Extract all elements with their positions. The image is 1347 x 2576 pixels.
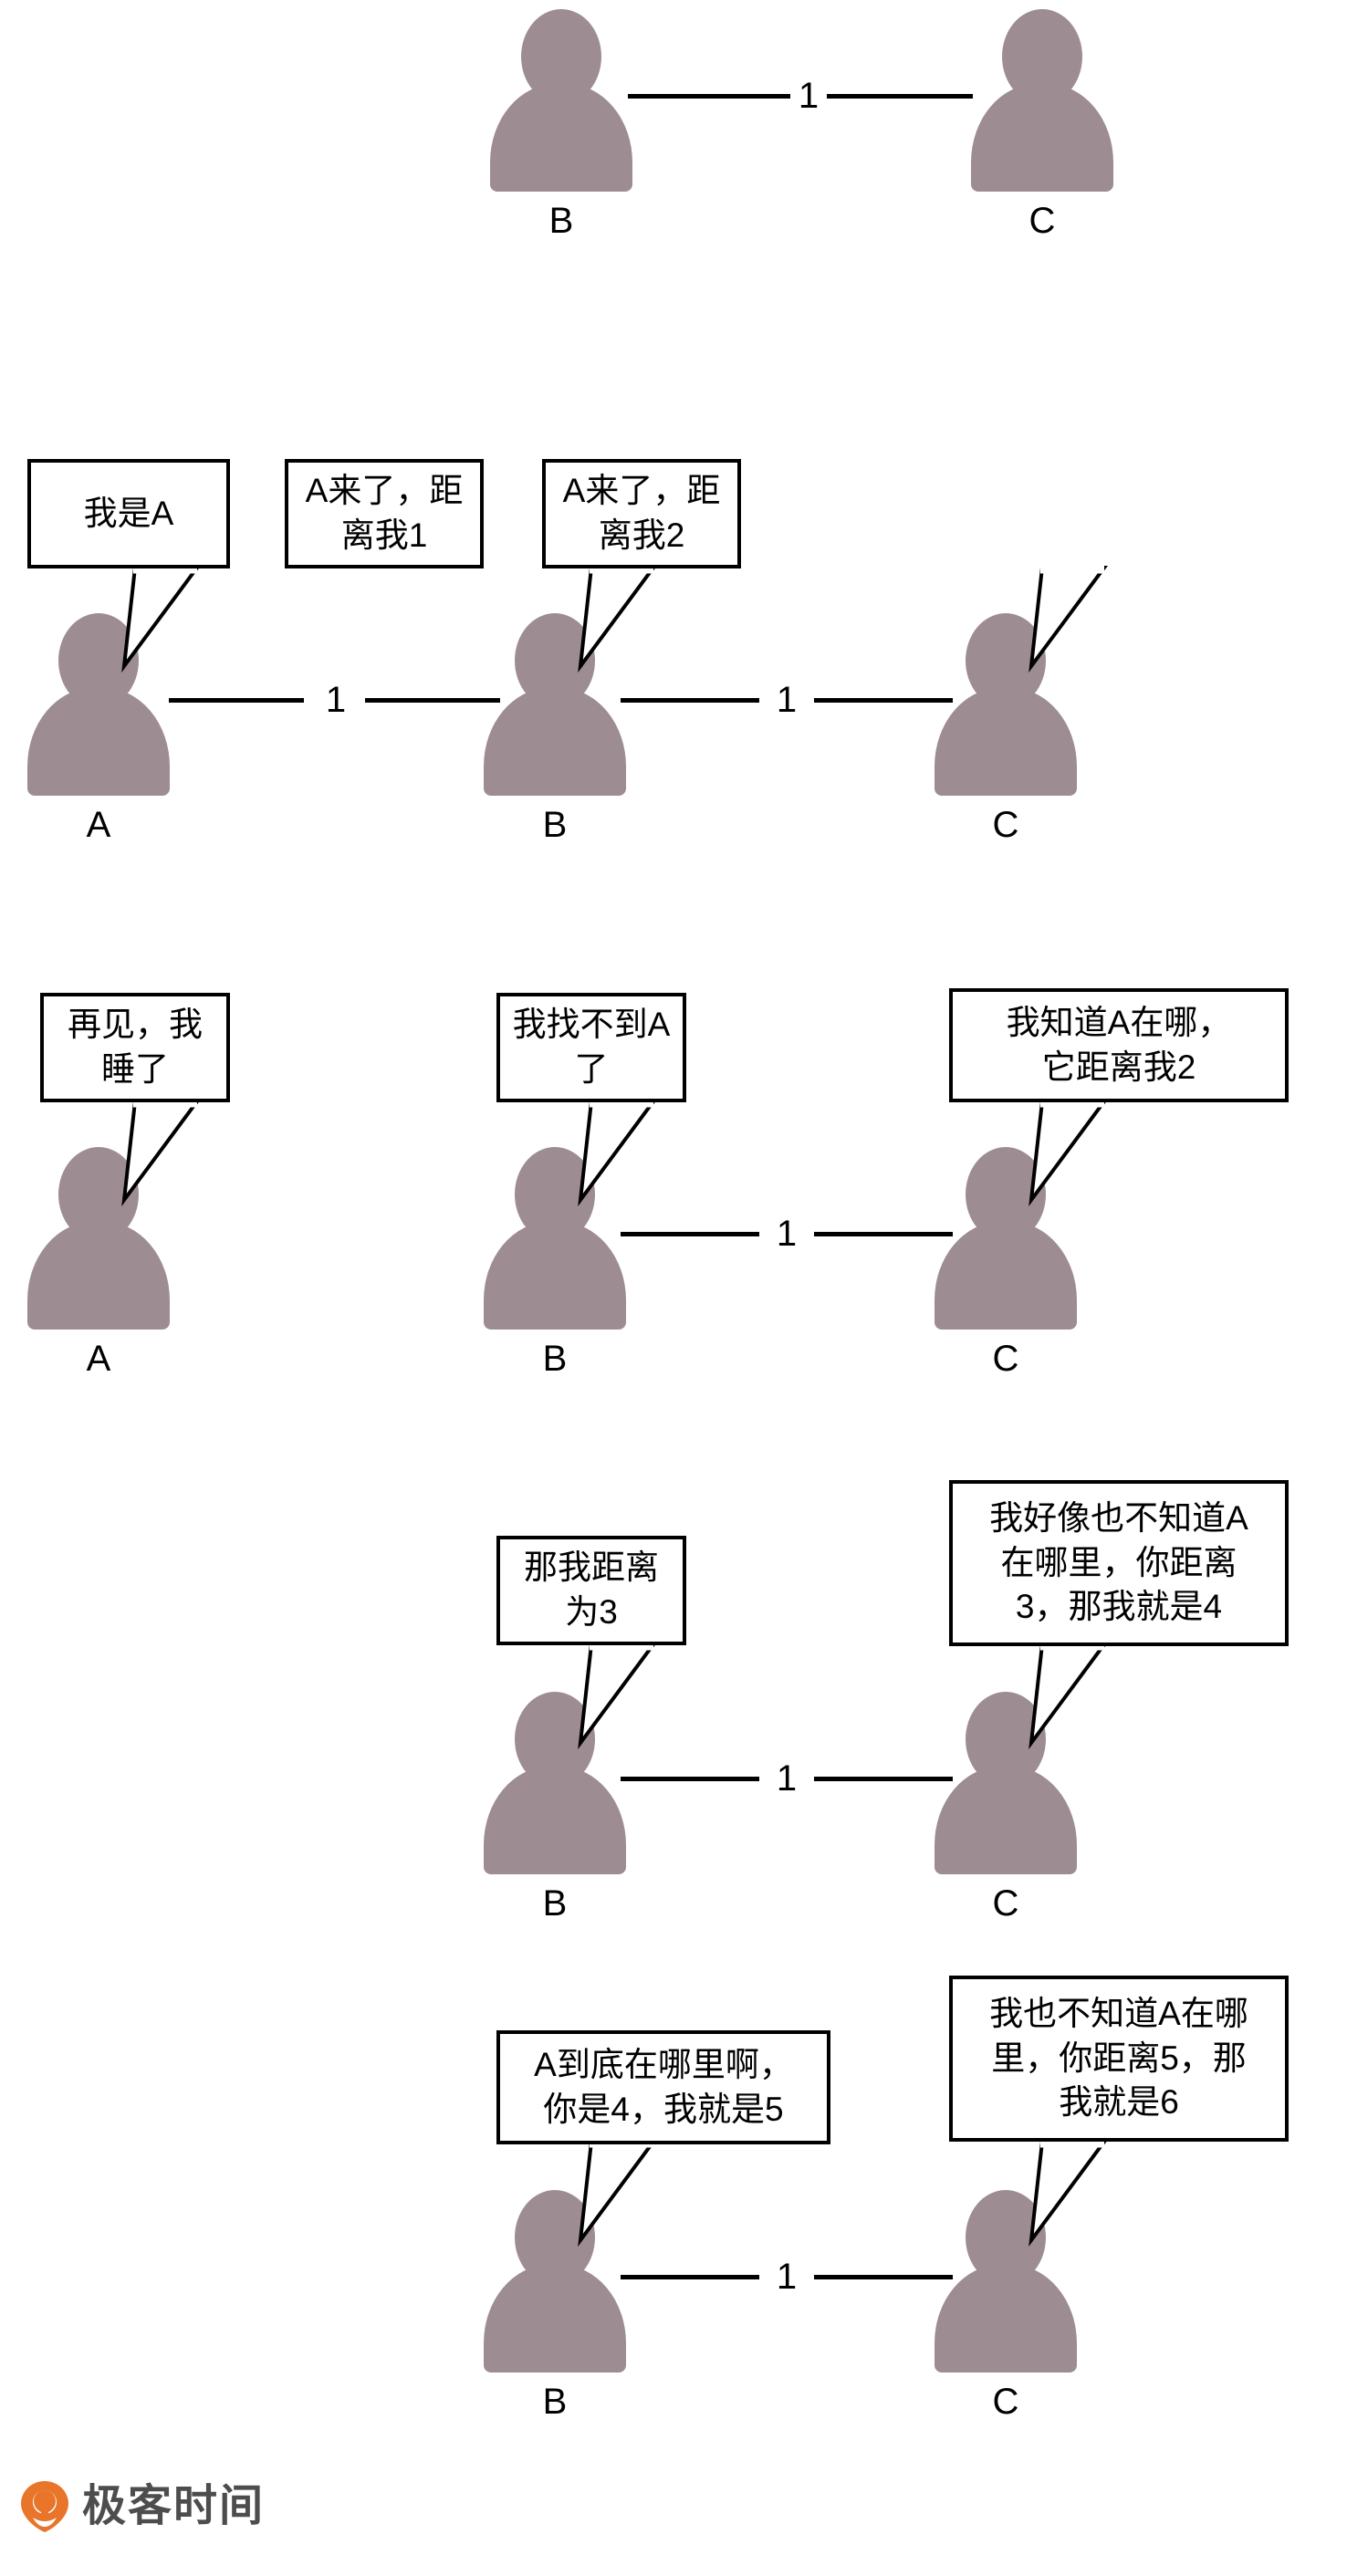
person-body xyxy=(484,1767,626,1874)
person-body xyxy=(935,1767,1077,1874)
row-4-node-b-label: B xyxy=(542,1883,568,1924)
row-2-bubble-c: A来了，距离我2 xyxy=(542,459,741,568)
person-body xyxy=(935,1222,1077,1330)
person-body xyxy=(27,1222,170,1330)
bubble-text: A来了，距离我2 xyxy=(562,472,721,554)
row-5-bubble-b: A到底在哪里啊， 你是4，我就是5 xyxy=(496,2030,830,2144)
person-body xyxy=(484,2265,626,2373)
row-2-person-c: C xyxy=(933,613,1079,843)
row-5-bubble-c-tail xyxy=(1029,2139,1108,2247)
row-2-edge-a-b-left xyxy=(169,698,304,703)
row-3-person-b: B xyxy=(482,1147,628,1377)
row-3-bubble-a-tail xyxy=(121,1099,201,1207)
row-4-bubble-b-tail xyxy=(578,1642,657,1750)
row-3-bubble-b: 我找不到A了 xyxy=(496,993,686,1102)
person-body xyxy=(935,688,1077,796)
row-3-person-c: C xyxy=(933,1147,1079,1377)
row-5-node-b-label: B xyxy=(542,2382,568,2422)
bubble-text: 我找不到A了 xyxy=(512,1006,671,1088)
row-3-node-b-label: B xyxy=(542,1339,568,1379)
row-2-bubble-c-tail xyxy=(1029,565,1108,673)
bubble-text: A到底在哪里啊， 你是4，我就是5 xyxy=(534,2045,793,2128)
row-4-bubble-c-tail xyxy=(1029,1642,1108,1750)
row-2-bubble-a-tail xyxy=(121,565,201,673)
row-3-bubble-a: 再见，我睡了 xyxy=(40,993,230,1102)
row-5-node-c-label: C xyxy=(992,2382,1019,2422)
row-3-bubble-c: 我知道A在哪， 它距离我2 xyxy=(949,988,1289,1102)
row-4-edge-b-c-left xyxy=(621,1777,759,1781)
person-body xyxy=(484,688,626,796)
person-body xyxy=(971,84,1113,192)
row-5-bubble-b-tail xyxy=(578,2139,657,2247)
row-4-node-c-label: C xyxy=(992,1883,1019,1924)
bubble-text: 我也不知道A在哪 里，你距离5，那 我就是6 xyxy=(989,1994,1248,2122)
row-1-person-b: B xyxy=(488,9,634,239)
row-4-edge-b-c-right xyxy=(814,1777,953,1781)
row-2-node-a-label: A xyxy=(86,805,111,845)
row-2-edge-b-c-left xyxy=(621,698,759,703)
row-5-bubble-c: 我也不知道A在哪 里，你距离5，那 我就是6 xyxy=(949,1976,1289,2142)
row-2-person-a: A xyxy=(26,613,172,843)
row-4-bubble-b: 那我距离为3 xyxy=(496,1536,686,1645)
row-1-node-b-label: B xyxy=(548,201,574,241)
bubble-text: A来了，距离我1 xyxy=(305,472,464,554)
bubble-text: 我是A xyxy=(83,494,174,532)
row-1-edge-b-c-right xyxy=(827,94,973,99)
row-1-person-c: C xyxy=(969,9,1115,239)
bubble-text: 那我距离为3 xyxy=(524,1549,659,1631)
row-2-bubble-a: 我是A xyxy=(27,459,230,568)
row-2-edge-b-c-label: 1 xyxy=(776,680,798,720)
logo-wordmark: 极客时间 xyxy=(82,2482,266,2530)
row-3-node-c-label: C xyxy=(992,1339,1019,1379)
row-2-edge-a-b-label: 1 xyxy=(325,680,347,720)
row-5-person-c: C xyxy=(933,2190,1079,2420)
row-3-edge-b-c-right xyxy=(814,1232,953,1236)
row-2-node-b-label: B xyxy=(542,805,568,845)
row-3-bubble-c-tail xyxy=(1029,1099,1108,1207)
person-body xyxy=(27,688,170,796)
row-5-edge-b-c-right xyxy=(814,2275,953,2279)
row-3-edge-b-c-left xyxy=(621,1232,759,1236)
row-5-edge-b-c-left xyxy=(621,2275,759,2279)
person-body xyxy=(935,2265,1077,2373)
bubble-text: 我知道A在哪， 它距离我2 xyxy=(1006,1003,1232,1086)
row-3-edge-b-c-label: 1 xyxy=(776,1214,798,1254)
row-1-edge-label: 1 xyxy=(798,76,820,116)
geektime-logo[interactable]: 极客时间 xyxy=(20,2480,265,2533)
row-3-bubble-b-tail xyxy=(578,1099,657,1207)
row-2-bubble-b-tail xyxy=(578,565,657,673)
row-3-node-a-label: A xyxy=(86,1339,111,1379)
person-body xyxy=(490,84,632,192)
row-2-bubble-b: A来了，距离我1 xyxy=(285,459,484,568)
row-2-edge-a-b-right xyxy=(365,698,500,703)
row-1-node-c-label: C xyxy=(1029,201,1056,241)
row-1-edge-b-c-left xyxy=(628,94,790,99)
bubble-text: 我好像也不知道A 在哪里，你距离 3，那我就是4 xyxy=(989,1498,1248,1626)
location-pin-icon xyxy=(20,2480,69,2533)
row-5-edge-b-c-label: 1 xyxy=(776,2257,798,2297)
person-body xyxy=(484,1222,626,1330)
bubble-text: 再见，我睡了 xyxy=(68,1006,203,1088)
row-2-edge-b-c-right xyxy=(814,698,953,703)
row-4-edge-b-c-label: 1 xyxy=(776,1758,798,1799)
row-4-bubble-c: 我好像也不知道A 在哪里，你距离 3，那我就是4 xyxy=(949,1480,1289,1646)
row-5-person-b: B xyxy=(482,2190,628,2420)
row-2-node-c-label: C xyxy=(992,805,1019,845)
